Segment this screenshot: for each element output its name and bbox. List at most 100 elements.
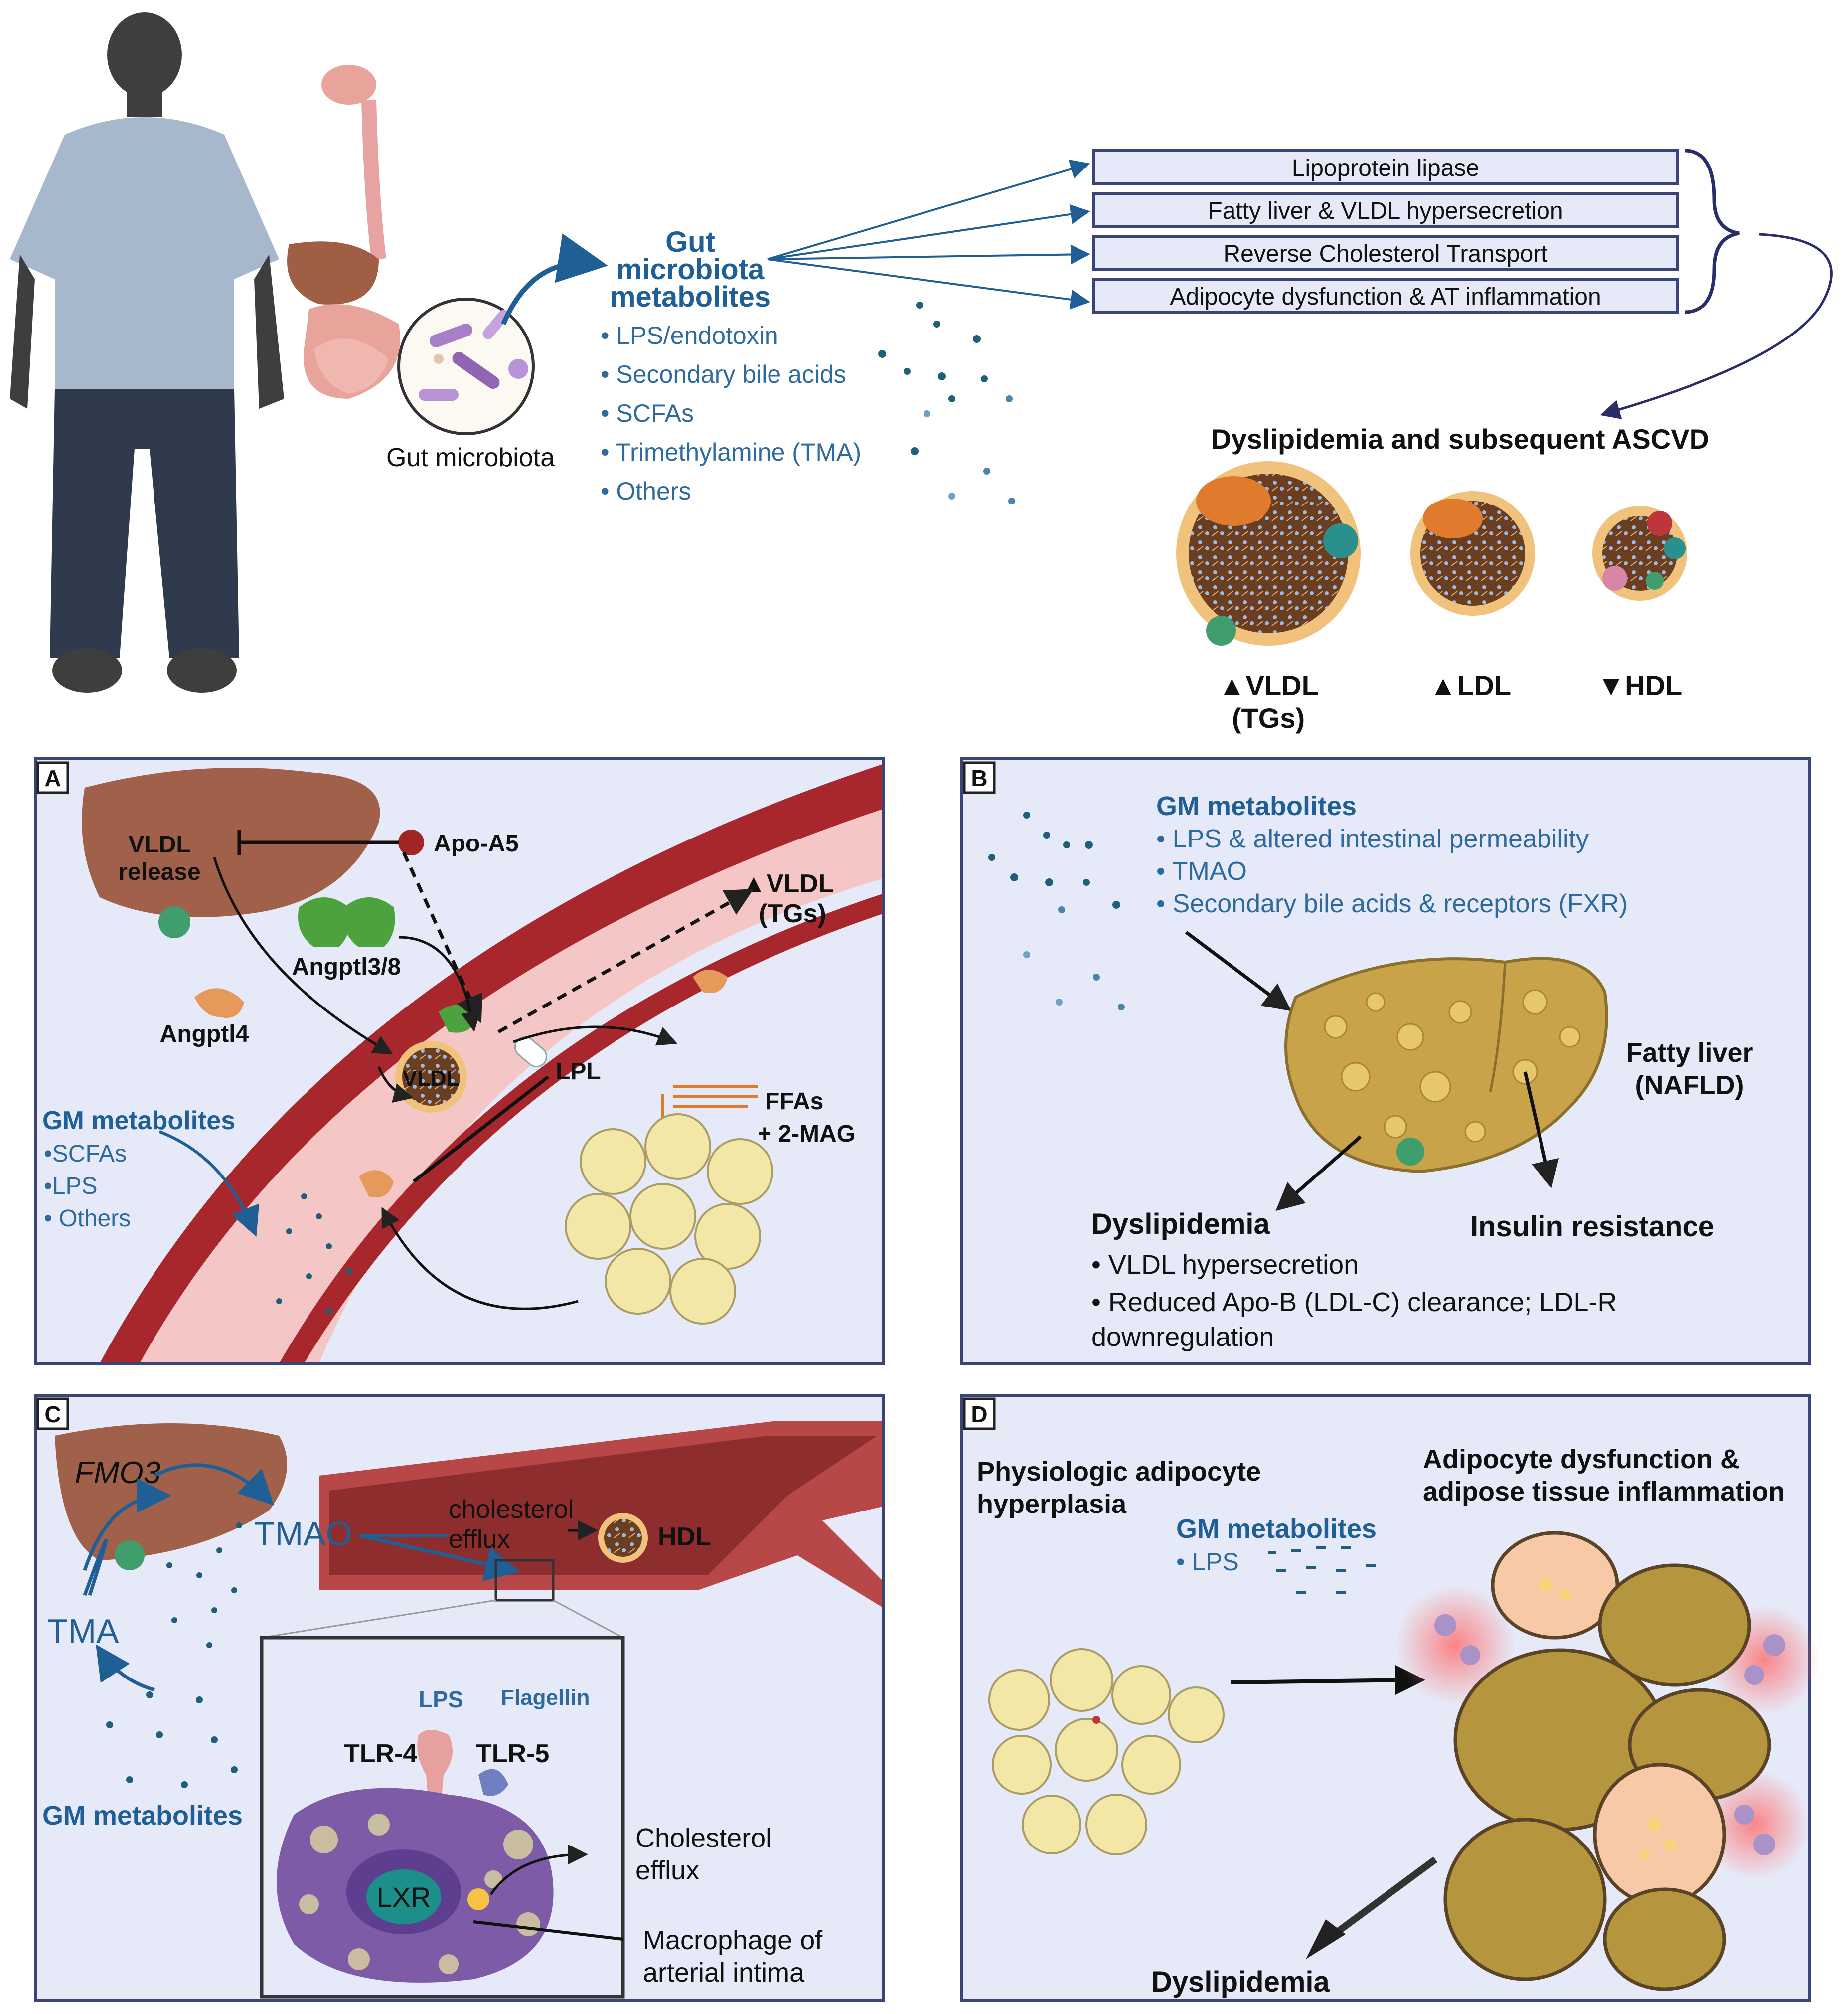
svg-text:• Reduced Apo-B (LDL-C) cleara: • Reduced Apo-B (LDL-C) clearance; LDL-R (1091, 1287, 1617, 1317)
svg-text:Flagellin: Flagellin (501, 1685, 590, 1710)
panel-b: B GM metabolites • LPS & altered intesti… (960, 757, 1811, 1365)
digestive-system-illustration (287, 65, 400, 399)
svg-text:GM metabolites: GM metabolites (42, 1801, 243, 1831)
list-item: • Others (601, 477, 691, 505)
svg-text:TMAO: TMAO (254, 1515, 352, 1553)
metabolites-list: • LPS/endotoxin • Secondary bile acids •… (601, 322, 861, 505)
svg-text:hyperplasia: hyperplasia (977, 1489, 1127, 1519)
svg-text:•SCFAs: •SCFAs (44, 1141, 127, 1167)
svg-text:HDL: HDL (658, 1522, 711, 1551)
panel-tag: A (44, 765, 61, 791)
target-box: Reverse Cholesterol Transport (1092, 235, 1679, 271)
svg-text:release: release (118, 859, 201, 885)
svg-text:Cholesterol: Cholesterol (635, 1823, 771, 1853)
svg-text:GM metabolites: GM metabolites (1156, 791, 1357, 821)
svg-text:• Secondary bile acids & recep: • Secondary bile acids & receptors (FXR) (1156, 889, 1628, 918)
svg-text:VLDL: VLDL (403, 1066, 460, 1091)
svg-text:Angptl4: Angptl4 (160, 1021, 249, 1047)
svg-text:LXR: LXR (377, 1881, 431, 1913)
svg-text:•LPS: •LPS (44, 1173, 98, 1199)
gm-metabolites-title: GM metabolites (42, 1106, 235, 1135)
svg-text:Adipocyte dysfunction &: Adipocyte dysfunction & (1423, 1444, 1740, 1474)
svg-text:Dyslipidemia: Dyslipidemia (1151, 1966, 1330, 1998)
svg-text:• LPS & altered intestinal per: • LPS & altered intestinal permeability (1156, 825, 1589, 853)
svg-text:LPS: LPS (419, 1686, 463, 1712)
lipoprotein-labels: ▲VLDL (TGs) ▲LDL ▼HDL (1218, 670, 1682, 734)
svg-text:(TGs): (TGs) (759, 899, 826, 928)
ldl-particle (1410, 491, 1535, 616)
svg-text:TLR-4: TLR-4 (344, 1739, 417, 1768)
svg-text:Reverse Cholesterol Transport: Reverse Cholesterol Transport (1224, 241, 1548, 267)
svg-text:microbiota: microbiota (616, 253, 765, 286)
svg-text:(NAFLD): (NAFLD) (1635, 1070, 1744, 1100)
svg-text:▲LDL: ▲LDL (1429, 670, 1511, 701)
svg-text:▼HDL: ▼HDL (1597, 670, 1683, 701)
fatty-liver-illustration (1284, 957, 1608, 1174)
svg-text:GM metabolites: GM metabolites (1176, 1514, 1377, 1544)
svg-text:Insulin resistance: Insulin resistance (1470, 1210, 1714, 1243)
svg-text:downregulation: downregulation (1091, 1322, 1274, 1352)
svg-text:Fatty liver & VLDL hypersecret: Fatty liver & VLDL hypersecretion (1208, 198, 1563, 224)
svg-text:• VLDL hypersecretion: • VLDL hypersecretion (1091, 1250, 1359, 1280)
svg-text:TMA: TMA (47, 1612, 119, 1650)
svg-text:Angptl3/8: Angptl3/8 (292, 954, 401, 980)
obese-person-illustration (10, 12, 284, 693)
svg-text:arterial intima: arterial intima (643, 1958, 805, 1988)
svg-text:FFAs: FFAs (765, 1088, 823, 1115)
svg-text:Apo-A5: Apo-A5 (434, 831, 519, 857)
svg-text:• Others: • Others (44, 1205, 131, 1232)
svg-text:(TGs): (TGs) (1232, 702, 1305, 734)
svg-text:Dyslipidemia: Dyslipidemia (1091, 1208, 1270, 1240)
gut-microbiota-magnifier (397, 298, 535, 435)
fan-lines (767, 159, 1090, 310)
svg-text:Lipoprotein lipase: Lipoprotein lipase (1292, 155, 1479, 181)
adipocyte-cluster-a (565, 1113, 773, 1325)
svg-text:Physiologic adipocyte: Physiologic adipocyte (977, 1457, 1261, 1487)
svg-text:+ 2-MAG: + 2-MAG (758, 1121, 855, 1147)
grouping-brace (1684, 149, 1740, 314)
svg-text:FMO3: FMO3 (75, 1456, 160, 1490)
svg-text:Gut: Gut (665, 226, 715, 258)
vldl-particle (1176, 461, 1361, 646)
gut-microbiota-label: Gut microbiota (386, 443, 555, 472)
svg-text:efflux: efflux (635, 1855, 699, 1885)
svg-text:• LPS: • LPS (1176, 1548, 1239, 1576)
hdl-particle (1592, 506, 1687, 601)
apo-a5-icon (398, 830, 424, 855)
inflamed-adipocytes (1443, 1531, 1771, 1991)
panel-tag: B (971, 765, 987, 791)
microbiota-to-metabolites-arrow (501, 233, 608, 325)
target-boxes: Lipoprotein lipase Fatty liver & VLDL hy… (1092, 149, 1679, 314)
panel-a: A VLDL release Apo-A5 Angptl3/8 Angptl4 … (34, 757, 885, 1365)
svg-text:Fatty liver: Fatty liver (1626, 1038, 1753, 1068)
panel-d: D Physiologic adipocyte hyperplasia Adip… (960, 1394, 1819, 2002)
svg-text:TLR-5: TLR-5 (476, 1739, 549, 1768)
list-item: • LPS/endotoxin (601, 322, 778, 349)
metabolite-dots (878, 302, 1015, 504)
svg-text:Adipocyte dysfunction & AT inf: Adipocyte dysfunction & AT inflammation (1170, 284, 1601, 310)
svg-text:▲VLDL: ▲VLDL (741, 869, 834, 898)
svg-text:VLDL: VLDL (128, 832, 190, 858)
svg-text:▲VLDL: ▲VLDL (1218, 670, 1319, 701)
healthy-adipocytes (988, 1648, 1225, 1855)
panel-c: C FMO3 TMAO TMA cholesterol efflux HDL G… (34, 1394, 885, 2002)
svg-text:metabolites: metabolites (610, 281, 770, 313)
svg-text:efflux: efflux (449, 1525, 510, 1554)
svg-text:cholesterol: cholesterol (449, 1495, 574, 1524)
list-item: • Secondary bile acids (601, 360, 846, 388)
brace-to-outcome-arrow (1600, 233, 1833, 419)
metabolites-title: Gut microbiota metabolites (610, 226, 770, 313)
svg-text:• TMAO: • TMAO (1156, 857, 1247, 886)
list-item: • SCFAs (601, 399, 694, 427)
panel-tag: D (971, 1401, 987, 1427)
outcome-title: Dyslipidemia and subsequent ASCVD (1211, 423, 1709, 455)
list-item: • Trimethylamine (TMA) (601, 438, 861, 466)
target-box: Fatty liver & VLDL hypersecretion (1092, 192, 1679, 228)
svg-text:LPL: LPL (556, 1058, 601, 1085)
panel-tag: C (44, 1401, 61, 1427)
target-box: Adipocyte dysfunction & AT inflammation (1092, 278, 1679, 314)
svg-text:Macrophage of: Macrophage of (643, 1925, 823, 1955)
svg-text:adipose tissue inflammation: adipose tissue inflammation (1423, 1477, 1785, 1507)
target-box: Lipoprotein lipase (1092, 149, 1679, 185)
